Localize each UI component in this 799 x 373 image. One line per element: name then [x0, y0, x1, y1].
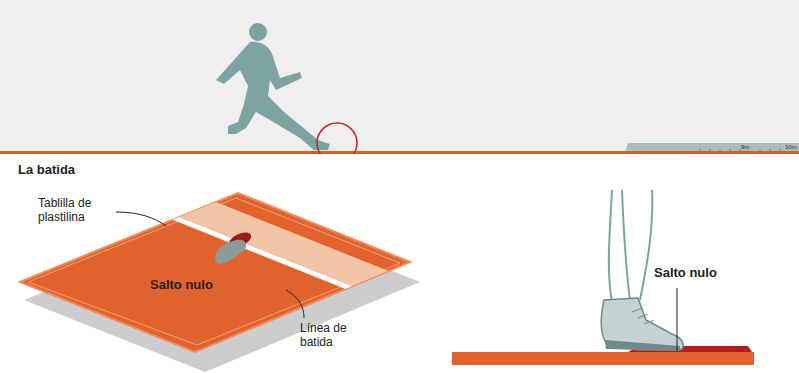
runway-line — [0, 151, 799, 154]
leader-line — [286, 290, 304, 318]
shoe-sole — [215, 240, 246, 264]
part-label: Línea de batida — [300, 321, 370, 349]
sand-pit — [625, 143, 799, 152]
section-title: La batida — [18, 163, 75, 177]
shoe-sole — [605, 340, 680, 351]
takeoff-board — [20, 193, 410, 352]
leg-outline — [609, 190, 652, 302]
runner-silhouette — [216, 23, 330, 150]
shoe-laces — [632, 308, 654, 324]
leader-line — [116, 212, 166, 226]
plasticine-strip — [179, 202, 389, 286]
board-label: Salto nulo — [150, 278, 213, 292]
board-section — [452, 352, 754, 365]
distance-mark: 10m — [785, 144, 797, 151]
foul-label: Salto nulo — [654, 266, 717, 280]
shoe — [601, 298, 683, 350]
sky-band — [0, 0, 799, 152]
part-label: Tablilla de plastilina — [38, 196, 118, 224]
ground — [0, 154, 799, 373]
distance-mark: 9m — [741, 144, 749, 151]
foul-marker — [677, 288, 678, 352]
ruler-ticks — [700, 149, 780, 151]
